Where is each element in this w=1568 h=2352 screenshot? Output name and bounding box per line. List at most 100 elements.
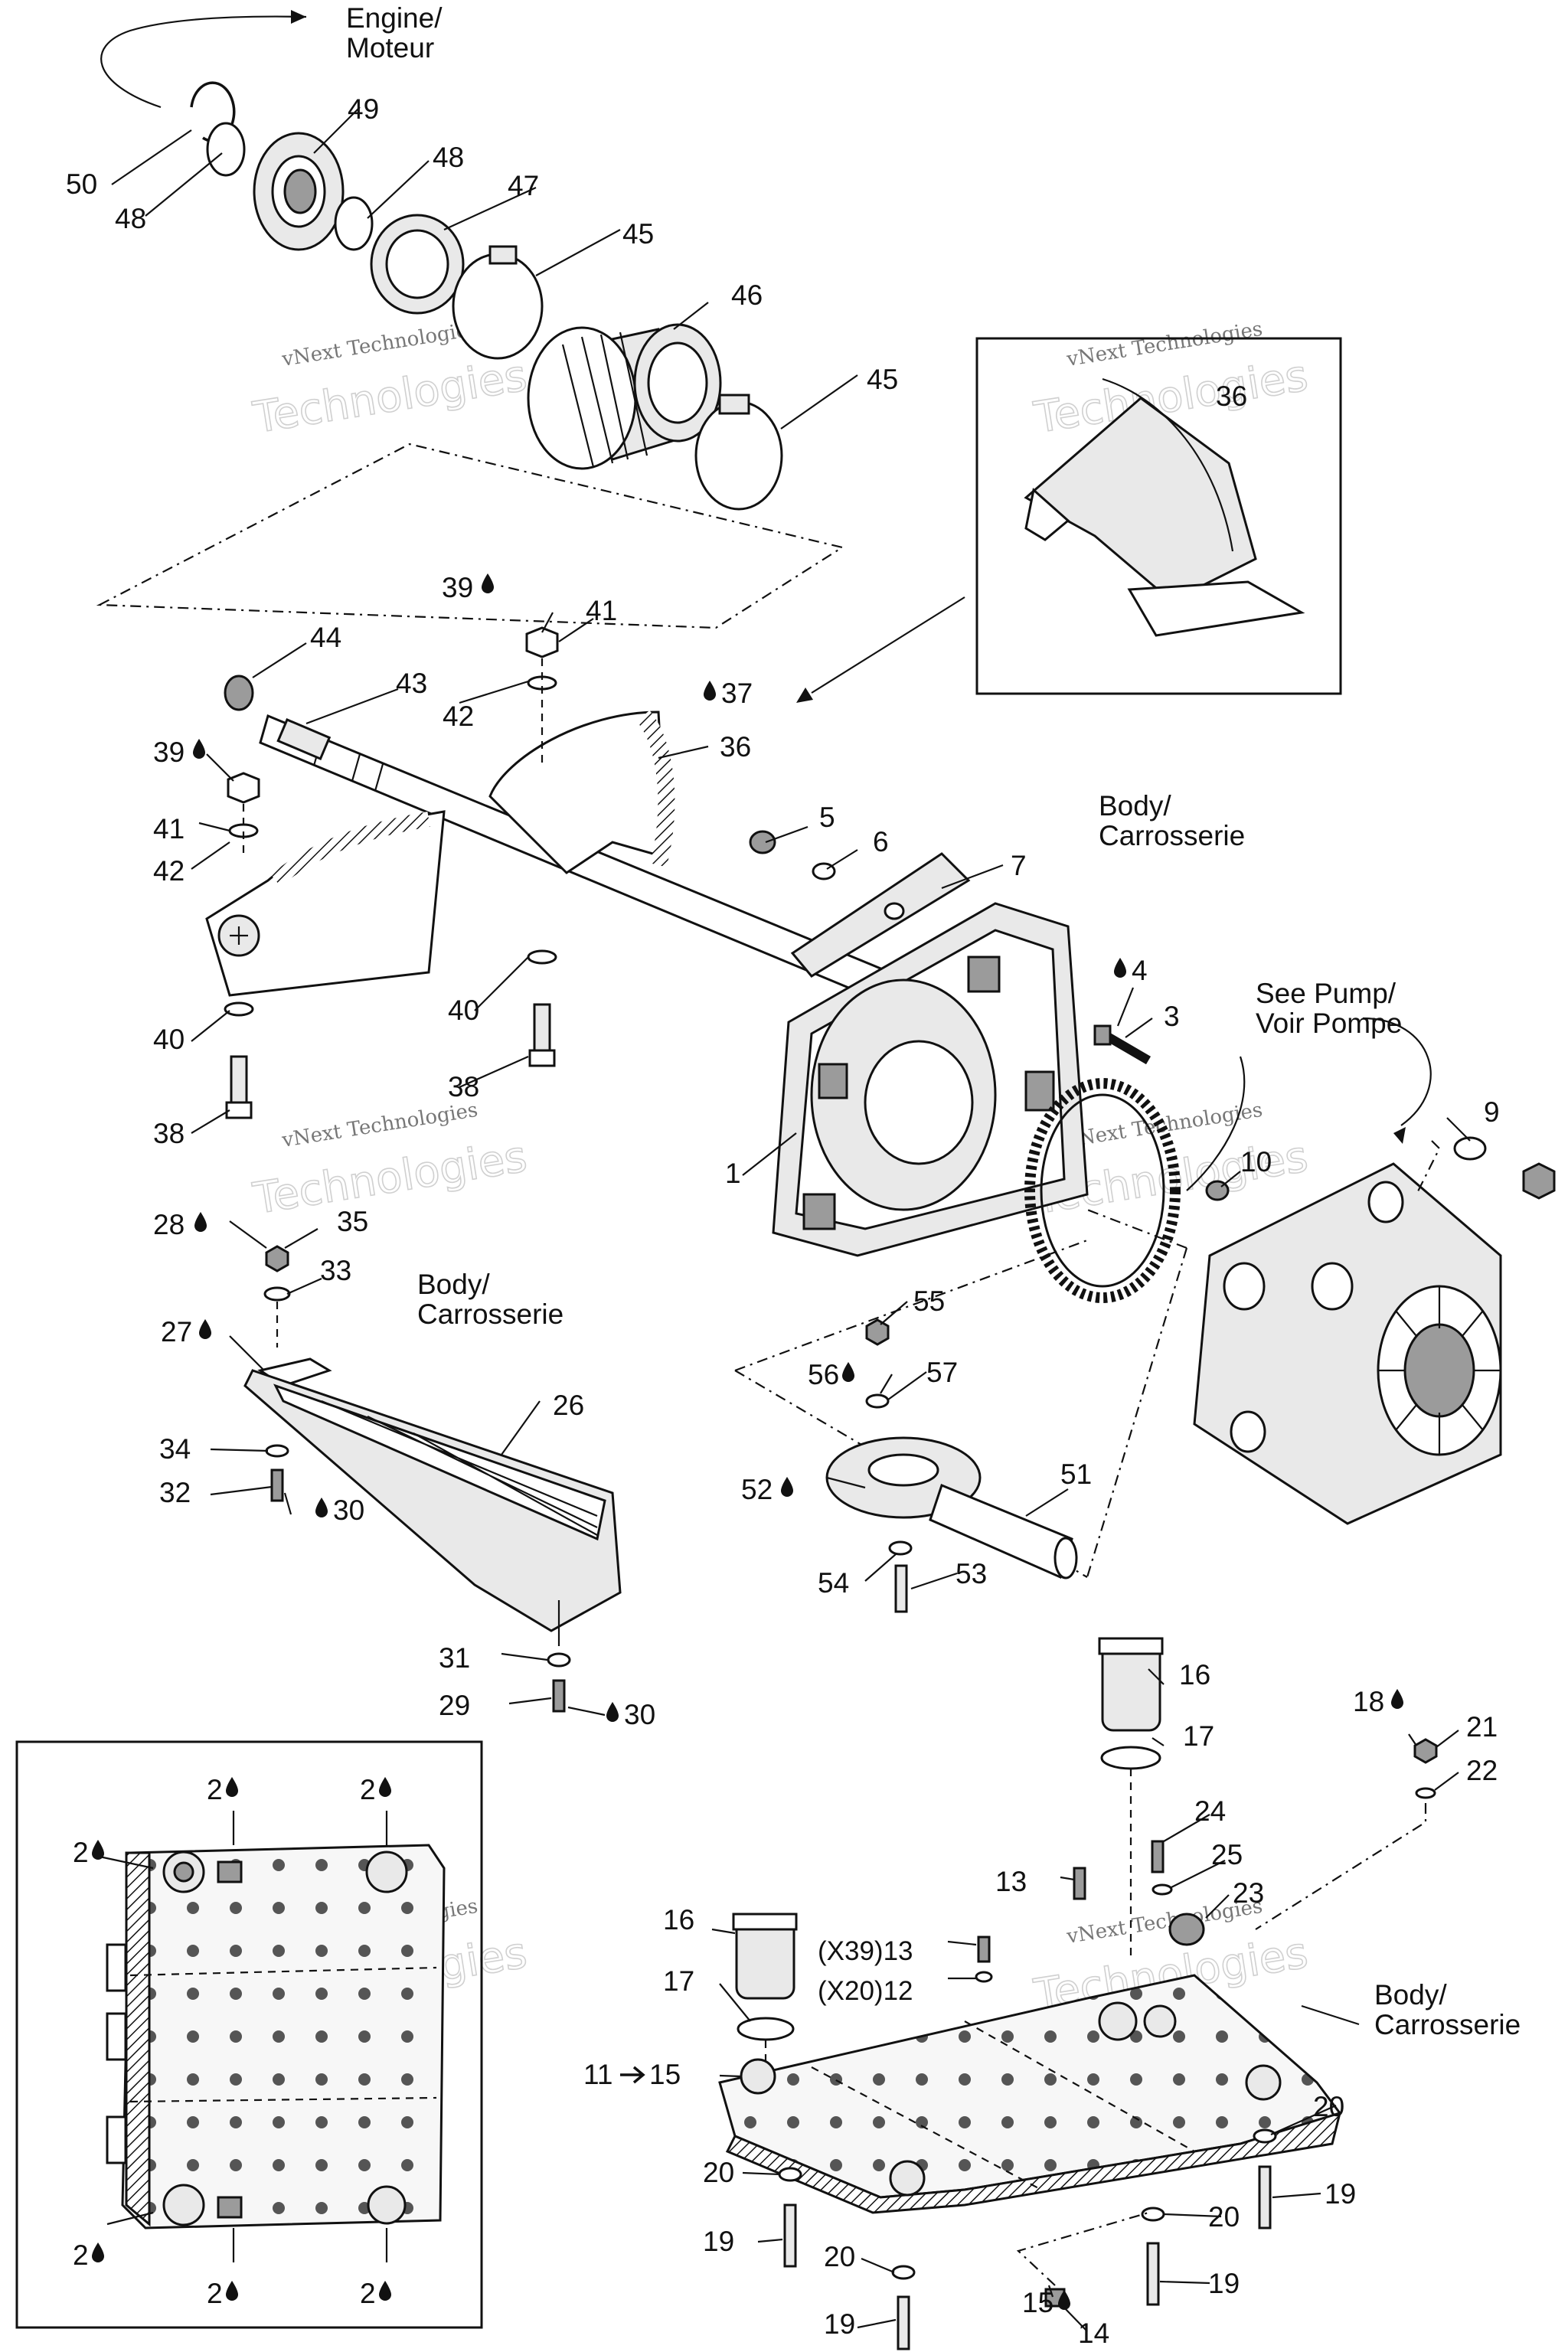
part-label: 27 [161,1316,192,1348]
o-ring-17 [1100,1746,1161,1770]
part-label: 3 [1164,1001,1180,1032]
part-label: (X20)12 [818,1976,913,2006]
housing-plate-boss [802,1193,836,1230]
arrow-head-icon [796,688,813,703]
part-label: 48 [115,203,146,234]
part-label: 20 [703,2157,734,2188]
part-label: 56 [808,1359,839,1390]
reverse-gate-foot [1127,580,1305,637]
washer-57 [865,1393,890,1409]
body-label-text: Body/Carrosserie [417,1269,564,1330]
pump-housing [1086,1017,1556,1578]
body-label-text: Body/Carrosserie [1099,790,1245,851]
washer-34 [265,1444,289,1458]
washer-20d [891,2265,916,2280]
part-label: 4 [1132,955,1148,986]
bolt-38b-head [528,1049,556,1067]
drop-icon [193,739,205,759]
housing-plate-assembly [749,830,1152,1257]
ride-plate-top [121,1844,446,2230]
spacer-7 [790,852,971,978]
bolt-53 [894,1564,908,1613]
part-label: 26 [553,1390,584,1421]
drop-icon [842,1362,854,1382]
part-label: 45 [622,218,654,250]
o-ring-48b [334,196,374,251]
boot-46-bore [647,341,708,424]
screw-13 [1073,1867,1086,1900]
inset-box-ride-plate [15,1740,483,2329]
plate-fastener-center [173,1861,194,1883]
part-label: 24 [1194,1795,1226,1827]
arrow-right-icon [620,2066,645,2084]
pump-boss [1230,1410,1266,1453]
screw-13b [977,1936,991,1963]
washer-31 [547,1652,571,1668]
wear-ring [1024,1078,1181,1303]
part-label: 6 [873,826,889,858]
part-label: 20 [824,2241,855,2272]
part-label: 41 [153,813,185,844]
bolt-38-head [225,1101,253,1119]
drop-icon [606,1702,619,1722]
part-label: 29 [439,1690,470,1721]
body-label-text: Body/Carrosserie [1374,1979,1521,2040]
seal-47-bore [385,229,449,299]
plate-fastener [1143,2004,1177,2038]
housing-plate-opening [864,1040,974,1165]
plate-fastener [1098,2001,1138,2041]
screw-24 [1151,1840,1165,1873]
ride-plate-assembly [718,1637,1438,2350]
drop-icon [92,2243,104,2262]
o-ring-48 [206,122,246,177]
part-label: 47 [508,170,539,201]
part-label: 9 [1484,1096,1500,1128]
spacer-7-hole [884,902,905,920]
grate-26 [243,1369,622,1632]
part-label: 34 [159,1433,191,1465]
part-label: 40 [448,995,479,1026]
reverse-gate-piece [1024,397,1257,603]
clamp-45-screw [488,245,518,265]
part-label: 19 [824,2308,855,2340]
body-label: Body/Carrosserie [1374,1979,1521,2040]
part-label: 25 [1211,1839,1243,1870]
wear-ring-inner [1040,1093,1165,1288]
leader-lines [111,106,1471,2332]
part-label: 39 [153,737,185,768]
inset-frame [15,1740,483,2329]
part-label: 42 [443,701,474,732]
part-label: 53 [956,1558,987,1589]
part-label: 42 [153,855,185,887]
plate-fastener [367,2185,407,2225]
part-label: 20 [1208,2201,1240,2233]
part-label: 57 [926,1357,958,1388]
clamp-45b [694,400,783,511]
drop-icon [781,1477,793,1497]
part-label: 23 [1233,1877,1264,1909]
arrow-head-icon [291,10,306,24]
part-label: 40 [153,1024,185,1055]
part-label: 36 [720,731,751,763]
pump-boss [1367,1181,1404,1223]
reverse-gate-pivot [1024,488,1070,541]
nut-21 [1413,1738,1438,1764]
engine-label: Engine/Moteur [346,2,443,64]
part-label: 17 [663,1965,694,1997]
part-23 [1168,1913,1205,1946]
part-label: 52 [741,1474,773,1505]
part-label: 38 [448,1071,479,1102]
washer-40b [527,949,557,965]
plate-clip [217,1860,243,1883]
part-label: 54 [818,1567,849,1599]
stud-3 [1093,1024,1112,1046]
part-label: (X39)13 [818,1936,913,1966]
washer-20 [778,2167,802,2182]
plate-tab [106,2115,127,2164]
part-label: 19 [1325,2178,1356,2210]
drop-icon [92,1840,104,1860]
part-label: 5 [819,802,835,833]
housing-plate-boss [818,1063,848,1099]
see-pump-label: See Pump/Voir Pompe [1256,978,1402,1039]
part-label: 36 [1216,381,1247,412]
